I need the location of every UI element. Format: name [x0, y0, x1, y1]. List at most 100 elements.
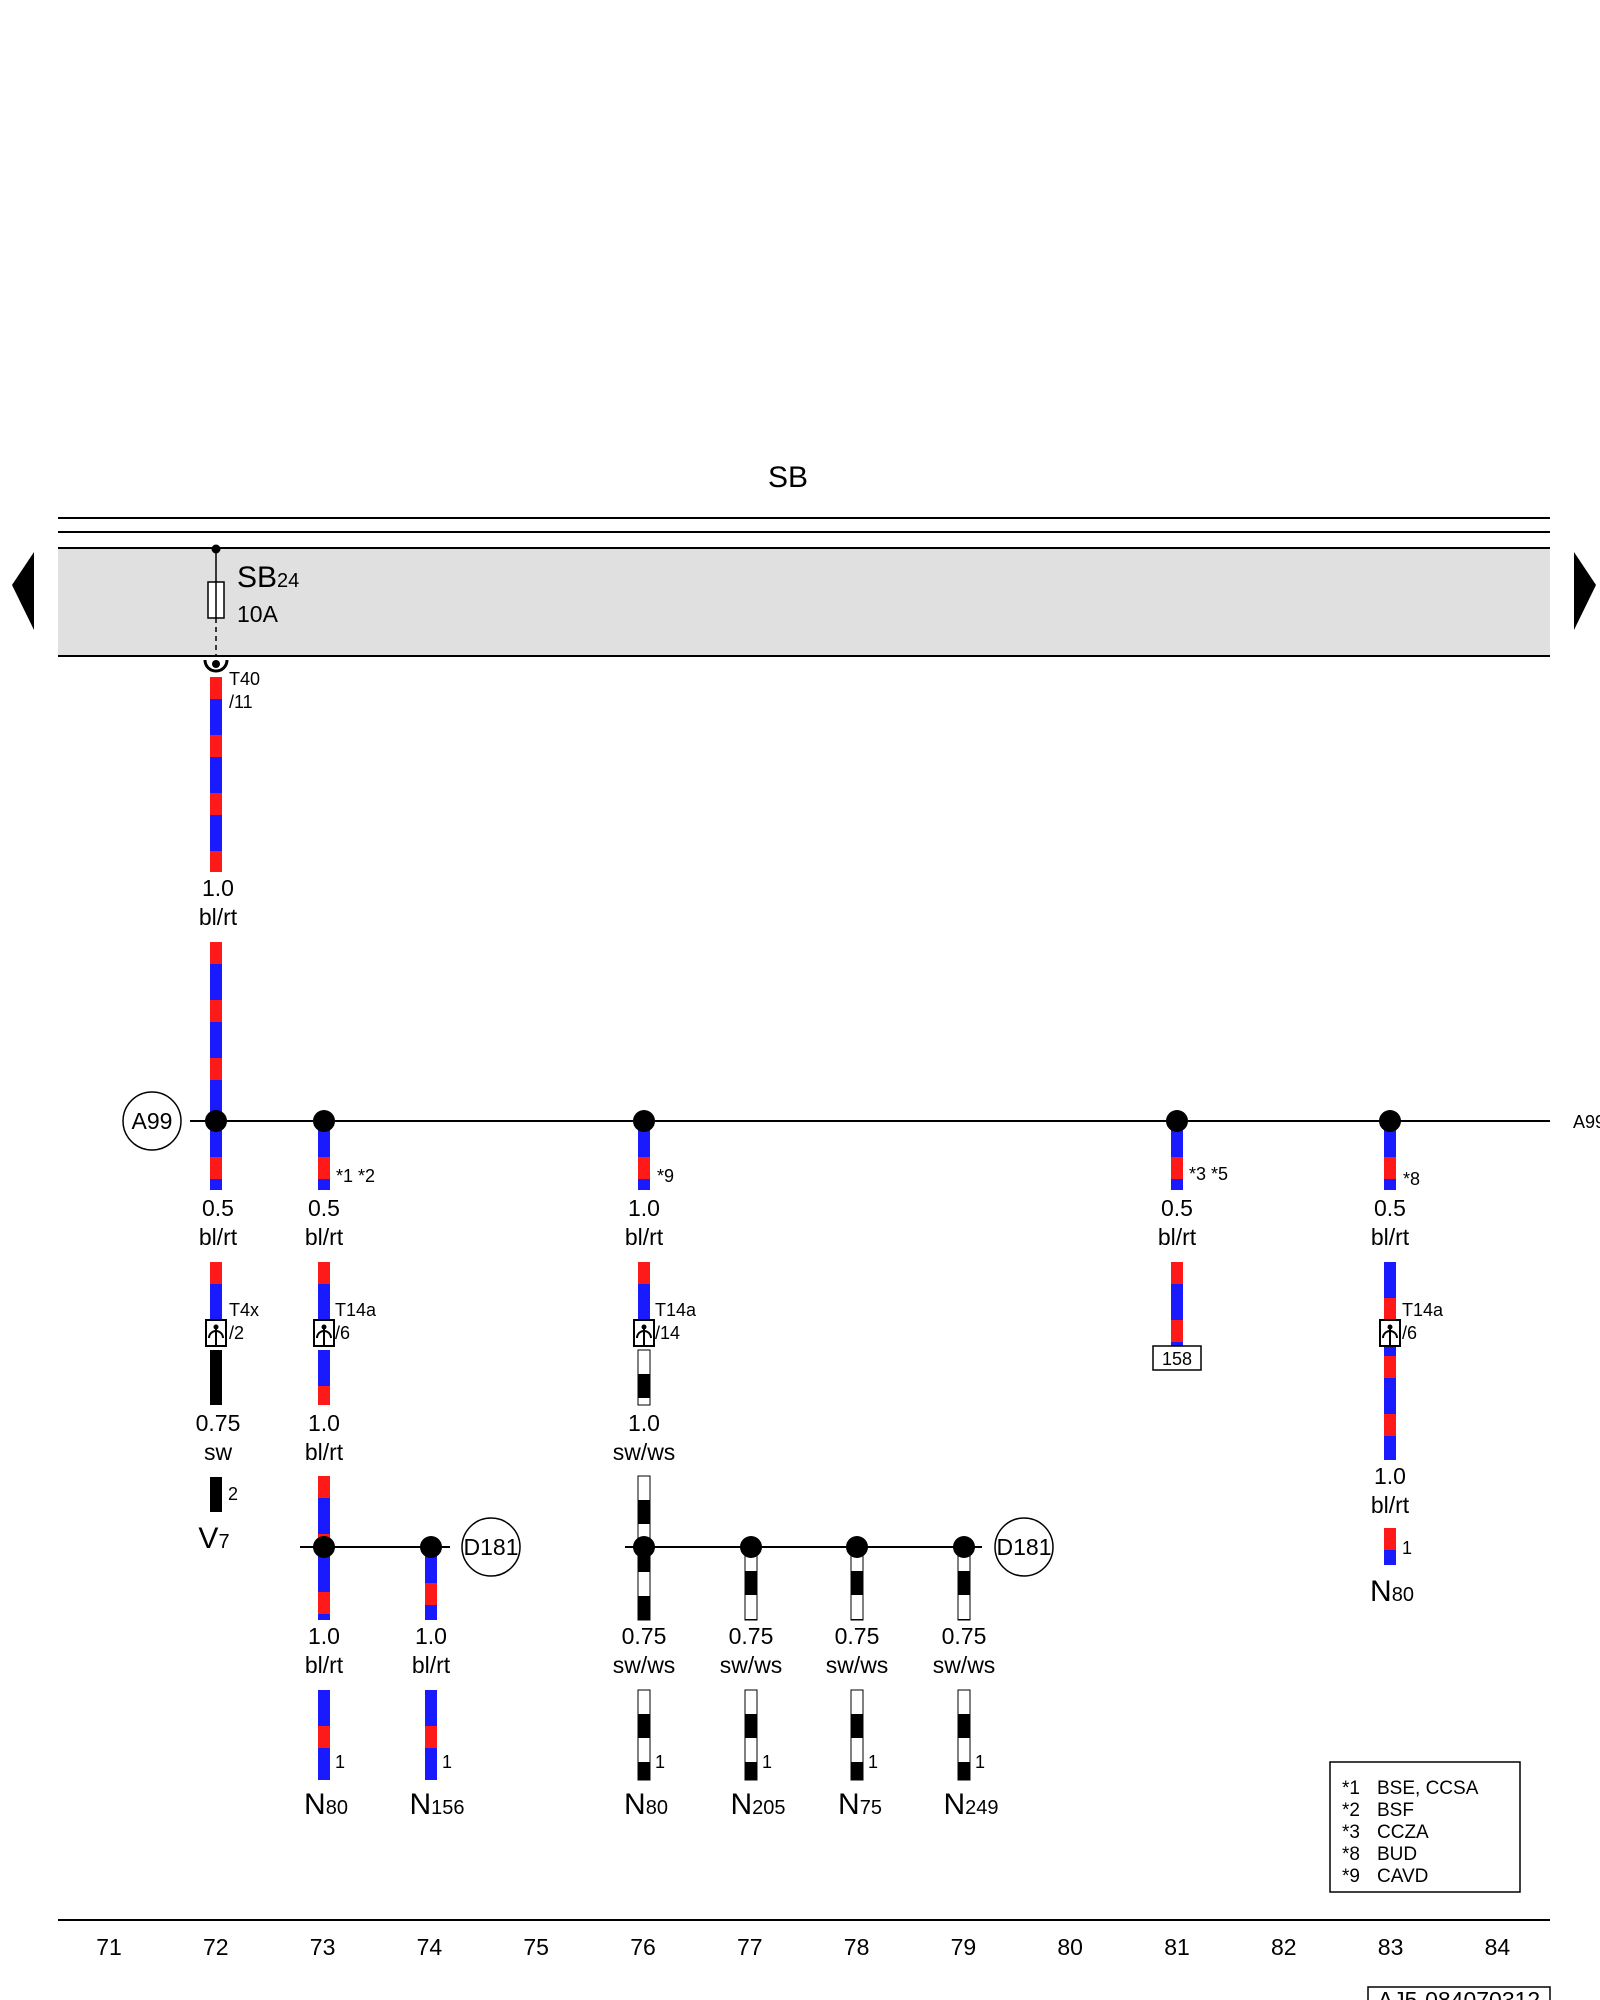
column-number-73: 73	[310, 1934, 336, 1960]
branch-4-size: 0.5	[1161, 1195, 1193, 1221]
column-number-75: 75	[523, 1934, 549, 1960]
wire-segment-23[interactable]	[957, 1546, 971, 1621]
page-back-arrow-icon[interactable]	[12, 552, 34, 630]
branch-5-note: *8	[1403, 1169, 1420, 1189]
splice-dot-6	[313, 1536, 335, 1558]
wire-segment-1[interactable]	[210, 677, 222, 872]
legend-text-5: CAVD	[1377, 1866, 1428, 1887]
wire-segment-15[interactable]	[638, 1262, 650, 1325]
branch-1-size: 0.5	[202, 1195, 234, 1221]
wire-segment-22[interactable]	[850, 1689, 864, 1781]
d181-label-left: D181	[464, 1534, 519, 1560]
after-wire-3-color: sw/ws	[613, 1439, 676, 1465]
wire-segment-18[interactable]	[637, 1689, 651, 1781]
component-n205[interactable]: N205	[730, 1788, 785, 1821]
connector-4-pin: /6	[1402, 1323, 1417, 1343]
connector-3-pin: /14	[655, 1323, 680, 1343]
wire-segment-28[interactable]	[1384, 1262, 1396, 1460]
column-number-81: 81	[1164, 1934, 1190, 1960]
d181-circle-left	[461, 1517, 521, 1577]
splice-dot-11	[953, 1536, 975, 1558]
top-connector-pin: /11	[229, 692, 253, 712]
after-wire-1-size: 0.75	[196, 1410, 241, 1436]
lower-wire-1-size: 1.0	[308, 1623, 340, 1649]
legend-text-4: BUD	[1377, 1844, 1417, 1865]
connector-symbols	[205, 1319, 1401, 1347]
wire-segment-4[interactable]	[210, 1262, 222, 1325]
wire-segment-29[interactable]	[1384, 1528, 1396, 1565]
lower-wire-5-size: 0.75	[835, 1623, 880, 1649]
splice-dot-5	[1379, 1110, 1401, 1132]
connector-1-name: T4x	[229, 1300, 259, 1320]
wire-group	[210, 677, 1396, 1781]
wire-segment-24[interactable]	[957, 1689, 971, 1781]
wire-segment-16[interactable]	[637, 1349, 651, 1406]
lower-wire-4-size: 0.75	[729, 1623, 774, 1649]
component-n156[interactable]: N156	[409, 1788, 464, 1821]
branch-2-color: bl/rt	[305, 1224, 344, 1250]
column-number-82: 82	[1271, 1934, 1297, 1960]
column-number-80: 80	[1057, 1934, 1083, 1960]
component-n156-pin: 1	[442, 1752, 452, 1772]
component-n80-right[interactable]: N80	[1370, 1575, 1414, 1608]
top-connector-name: T40	[229, 669, 260, 689]
wire-segment-20[interactable]	[744, 1689, 758, 1781]
reference-box[interactable]	[1152, 1345, 1202, 1371]
d181-circle-right	[994, 1517, 1054, 1577]
wire-segment-2[interactable]	[210, 942, 222, 1121]
component-n80-right-pin: 1	[1402, 1538, 1412, 1558]
top-wire-color: bl/rt	[199, 904, 238, 930]
wire-segment-6[interactable]	[210, 1477, 222, 1512]
fuse-rating: 10A	[237, 601, 279, 627]
branch-5-size: 0.5	[1374, 1195, 1406, 1221]
splice-dot-8	[633, 1536, 655, 1558]
branch-3-color: bl/rt	[625, 1224, 664, 1250]
branch-3-note: *9	[657, 1166, 674, 1186]
component-n80-mid-pin: 1	[655, 1752, 665, 1772]
doc-id-box	[1367, 1986, 1551, 2000]
connector-symbol-2[interactable]	[313, 1319, 335, 1347]
component-v7-pin: 2	[228, 1484, 238, 1504]
wire-segment-8[interactable]	[318, 1262, 330, 1325]
legend-box	[1329, 1761, 1521, 1893]
component-n249[interactable]: N249	[943, 1788, 998, 1821]
legend-code-1: *1	[1342, 1778, 1360, 1799]
wire-segment-9[interactable]	[318, 1350, 330, 1405]
component-n80-left[interactable]: N80	[304, 1788, 348, 1821]
fuse-block	[58, 517, 1550, 657]
legend-code-4: *8	[1342, 1844, 1360, 1865]
splice-dot-9	[740, 1536, 762, 1558]
page-next-arrow-icon[interactable]	[1574, 552, 1596, 630]
wire-segment-13[interactable]	[425, 1690, 437, 1780]
wire-segment-5[interactable]	[210, 1350, 222, 1405]
a99-label-right: A99	[1573, 1112, 1600, 1132]
fuse-index: 24	[277, 570, 299, 592]
connector-symbol-1[interactable]	[205, 1319, 227, 1347]
connector-symbol-3[interactable]	[633, 1319, 655, 1347]
splice-dot-2	[313, 1110, 335, 1132]
column-number-74: 74	[417, 1934, 443, 1960]
component-n80-mid[interactable]: N80	[624, 1788, 668, 1821]
after-wire-3-size: 1.0	[628, 1410, 660, 1436]
wire-segment-11[interactable]	[318, 1690, 330, 1780]
lower-wire-6-size: 0.75	[942, 1623, 987, 1649]
reference-box-number[interactable]: 158	[1162, 1349, 1192, 1369]
column-number-71: 71	[96, 1934, 122, 1960]
column-number-72: 72	[203, 1934, 229, 1960]
wire-segment-26[interactable]	[1171, 1262, 1183, 1346]
connector-3-name: T14a	[655, 1300, 697, 1320]
after-wire-2-color: bl/rt	[305, 1439, 344, 1465]
branch-4-color: bl/rt	[1158, 1224, 1197, 1250]
column-number-79: 79	[951, 1934, 977, 1960]
lower-wire-2-size: 1.0	[415, 1623, 447, 1649]
splice-dot-4	[1166, 1110, 1188, 1132]
column-number-76: 76	[630, 1934, 656, 1960]
component-v7[interactable]: V7	[198, 1522, 229, 1555]
splice-dot-3	[633, 1110, 655, 1132]
legend-code-5: *9	[1342, 1866, 1360, 1887]
connector-symbol-4[interactable]	[1379, 1319, 1401, 1347]
component-n75[interactable]: N75	[838, 1788, 882, 1821]
